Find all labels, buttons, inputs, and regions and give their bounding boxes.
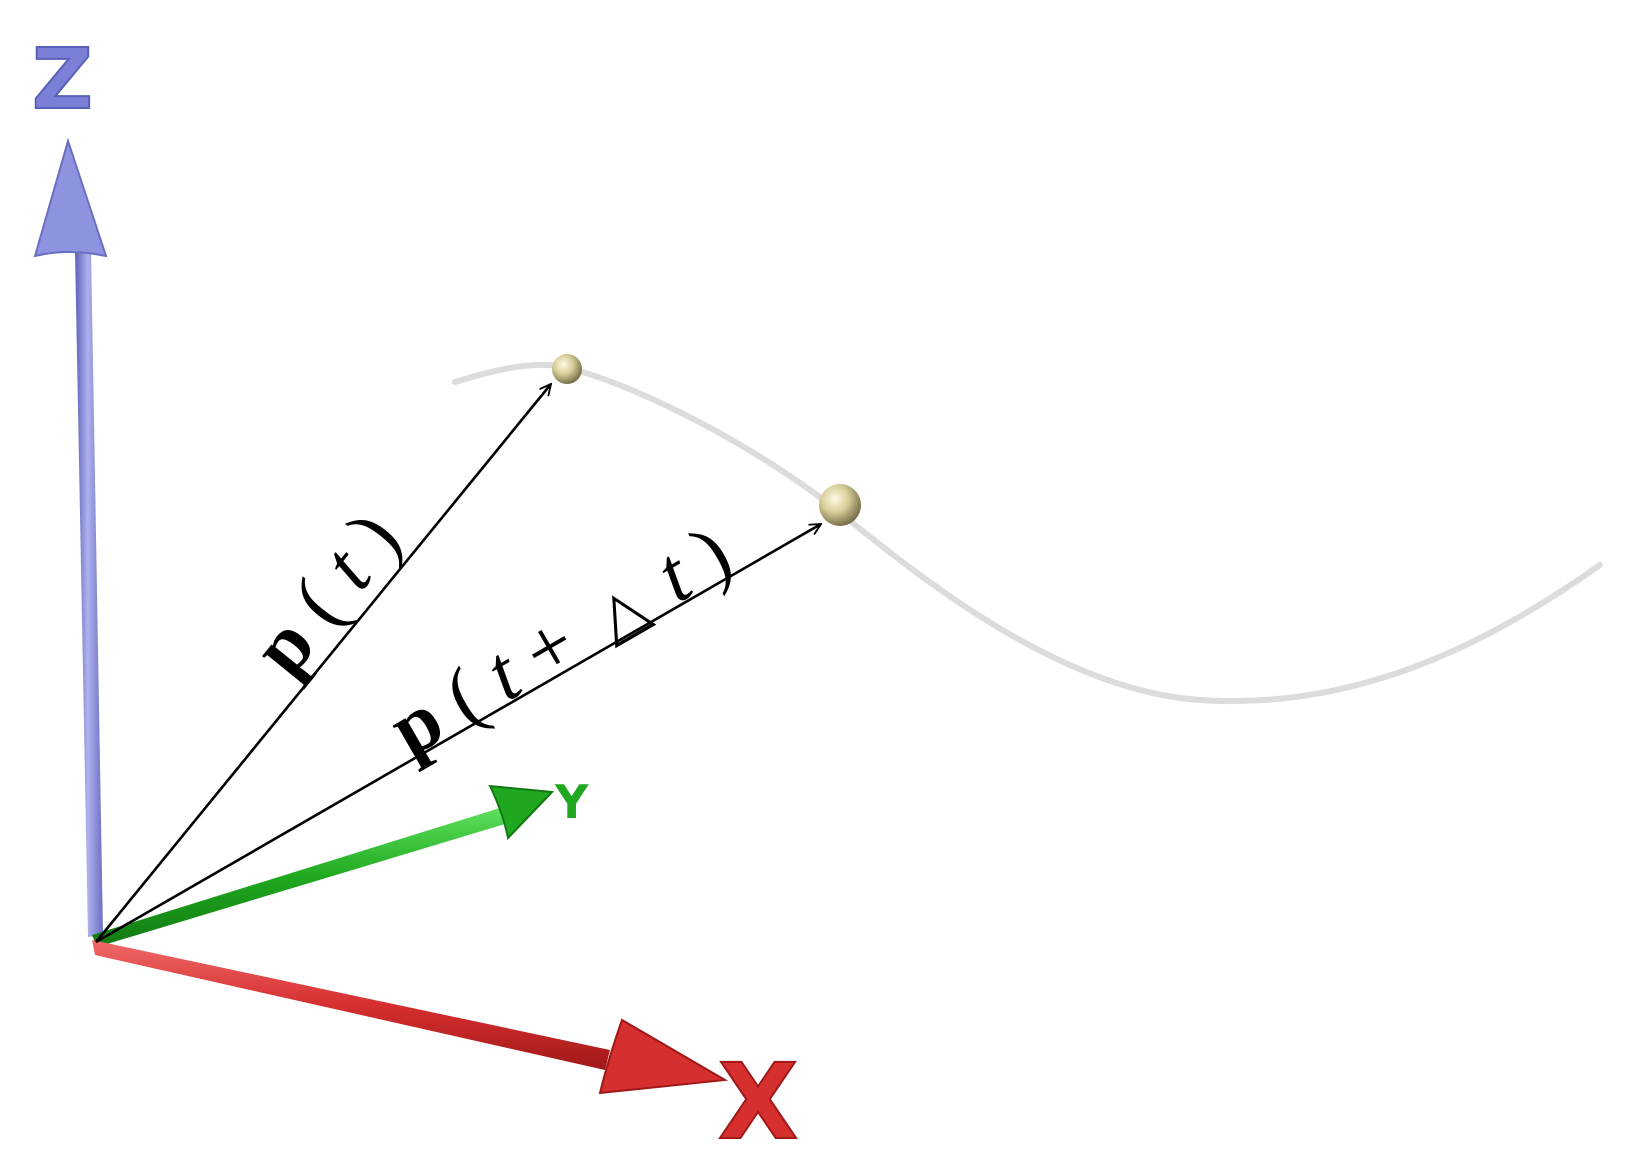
x-axis xyxy=(92,940,729,1095)
point-at-t-plus-dt xyxy=(819,484,861,526)
y-axis-label: Y xyxy=(554,775,589,829)
label-p-t-plus-dt: p ( t + △ t ) xyxy=(375,509,746,774)
vector-p-t-plus-dt xyxy=(95,522,821,944)
label-p-t-plus-dt-delta: △ xyxy=(584,571,660,654)
point-at-t xyxy=(552,354,582,384)
y-axis-shaft xyxy=(92,808,505,947)
y-axis-arrowhead xyxy=(488,784,555,841)
label-p-t-plus-dt-plus: + xyxy=(508,598,591,697)
z-axis-shaft xyxy=(75,250,103,937)
x-axis-shaft xyxy=(92,940,610,1070)
z-axis-arrowhead xyxy=(33,137,108,258)
x-axis-arrowhead xyxy=(598,1018,729,1095)
y-axis xyxy=(92,784,555,947)
trajectory-curve xyxy=(452,361,1603,704)
vector-p-t xyxy=(94,384,551,943)
label-p-t: p ( t ) xyxy=(236,496,418,691)
x-axis-label: X xyxy=(718,1041,798,1163)
z-axis xyxy=(33,137,108,937)
z-axis-label: Z xyxy=(32,30,93,128)
